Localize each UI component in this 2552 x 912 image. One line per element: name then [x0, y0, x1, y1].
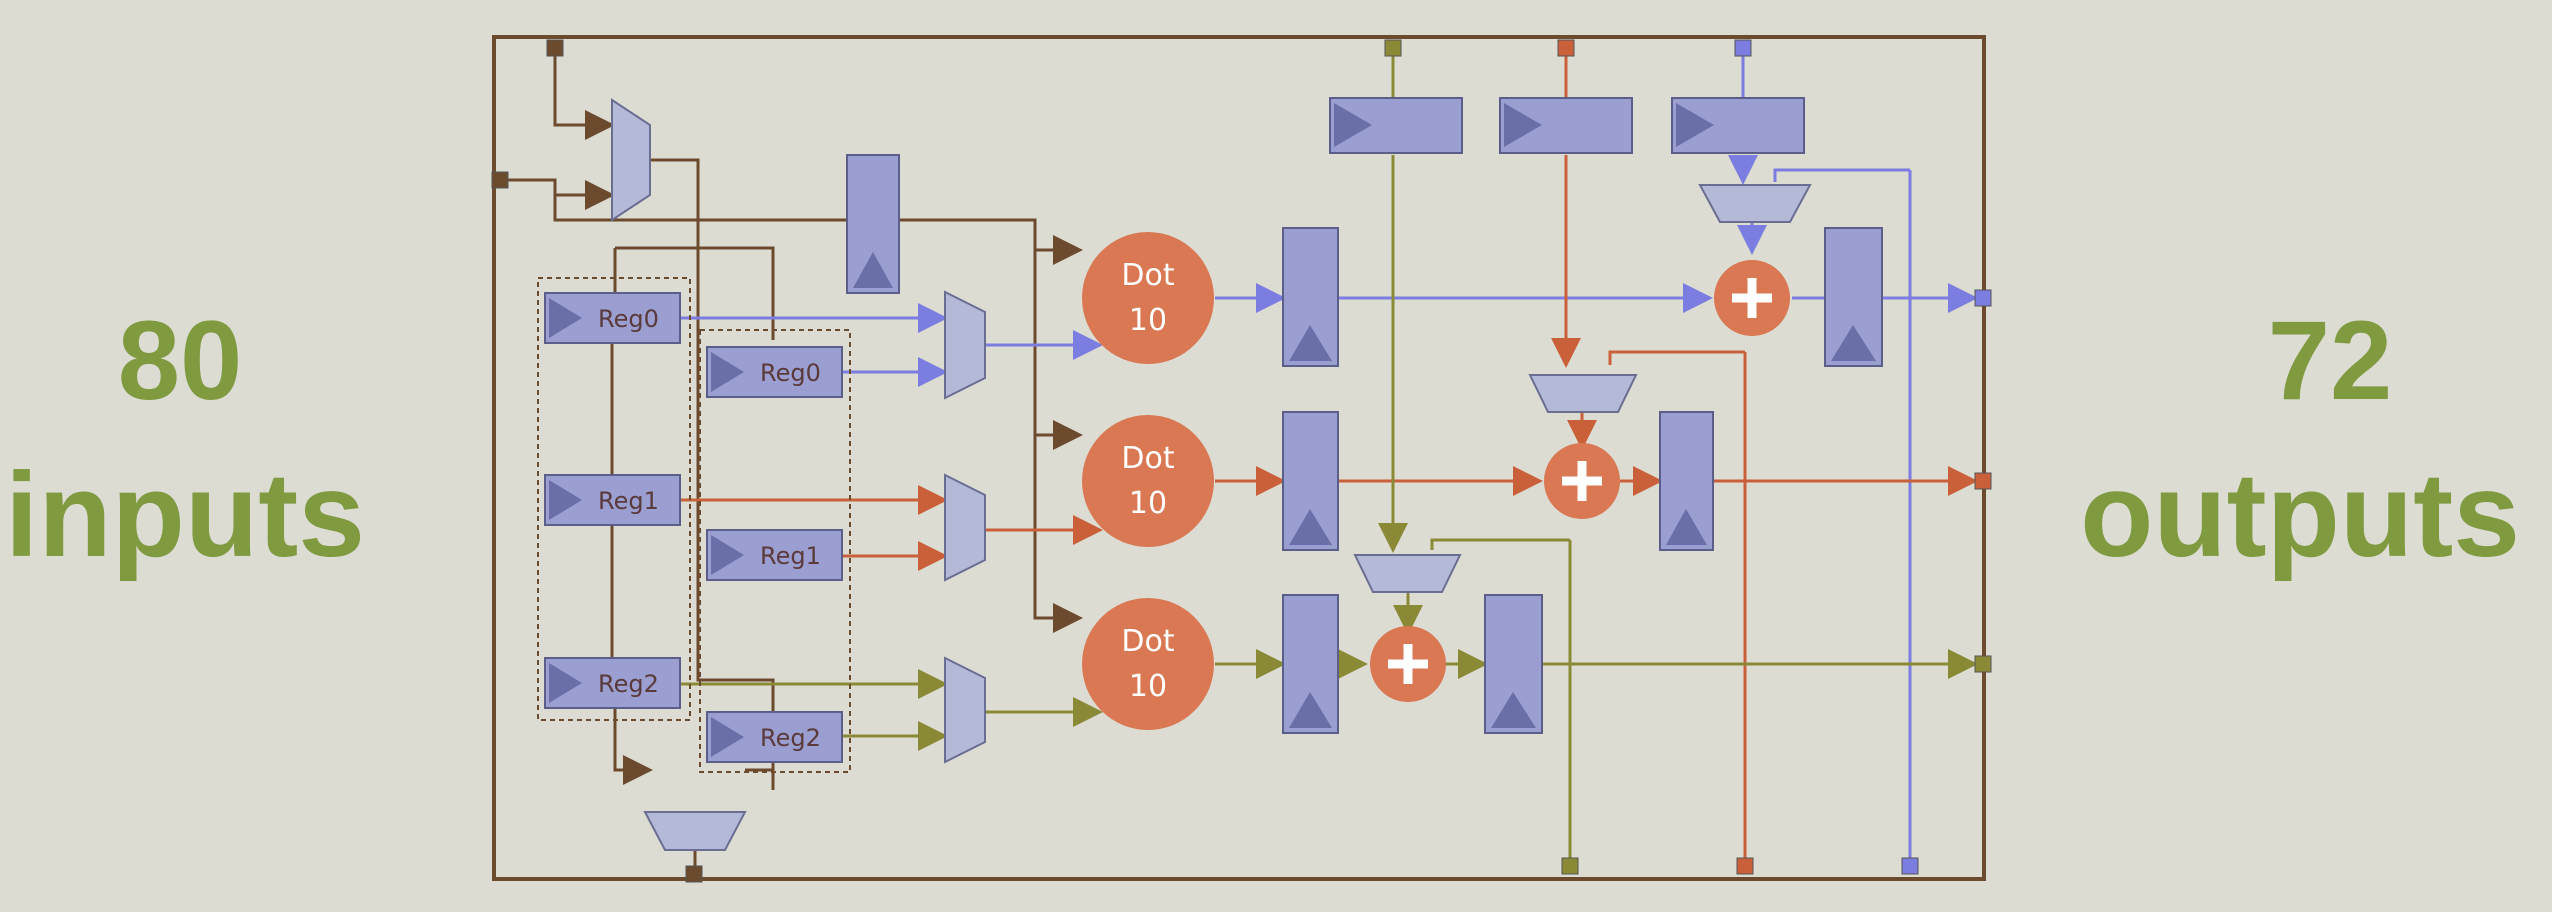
svg-text:Dot: Dot — [1121, 624, 1174, 659]
adder-red — [1544, 443, 1620, 519]
red-datapath — [680, 48, 1978, 862]
register-b-1: Reg1 — [706, 529, 843, 581]
blue-datapath — [680, 48, 1978, 862]
dot-unit-2: Dot 10 — [1082, 415, 1214, 547]
block-boundary — [492, 35, 1986, 881]
svg-text:Reg1: Reg1 — [760, 542, 821, 570]
output-count: 72 — [2267, 298, 2393, 423]
svg-text:Reg1: Reg1 — [598, 487, 659, 515]
svg-text:Dot: Dot — [1121, 258, 1174, 293]
svg-text:Reg2: Reg2 — [760, 724, 821, 752]
adder-blue — [1714, 260, 1790, 336]
svg-text:Reg2: Reg2 — [598, 670, 659, 698]
svg-text:10: 10 — [1129, 669, 1167, 704]
register-bank-b — [699, 329, 851, 773]
svg-text:Reg0: Reg0 — [760, 359, 821, 387]
register-b-2: Reg2 — [706, 711, 843, 763]
input-label: inputs — [5, 448, 365, 582]
svg-text:10: 10 — [1129, 303, 1167, 338]
output-label: outputs — [2080, 448, 2520, 582]
register-a-2: Reg2 — [544, 657, 681, 709]
register-b-0: Reg0 — [706, 346, 843, 398]
pipeline-registers — [846, 154, 1883, 734]
dot-unit-1: Dot 10 — [1082, 232, 1214, 364]
boundary-ports — [491, 39, 1992, 883]
svg-text:10: 10 — [1129, 486, 1167, 521]
register-a-1: Reg1 — [544, 474, 681, 526]
muxes — [611, 98, 1812, 851]
adder-olive — [1370, 626, 1446, 702]
input-routing-wires — [500, 48, 1083, 872]
svg-text:Reg0: Reg0 — [598, 305, 659, 333]
dot-unit-3: Dot 10 — [1082, 598, 1214, 730]
input-count: 80 — [117, 298, 243, 423]
register-bank-a — [537, 277, 691, 721]
register-a-0: Reg0 — [544, 292, 681, 344]
coefficient-registers — [1329, 97, 1805, 154]
svg-text:Dot: Dot — [1121, 441, 1174, 476]
